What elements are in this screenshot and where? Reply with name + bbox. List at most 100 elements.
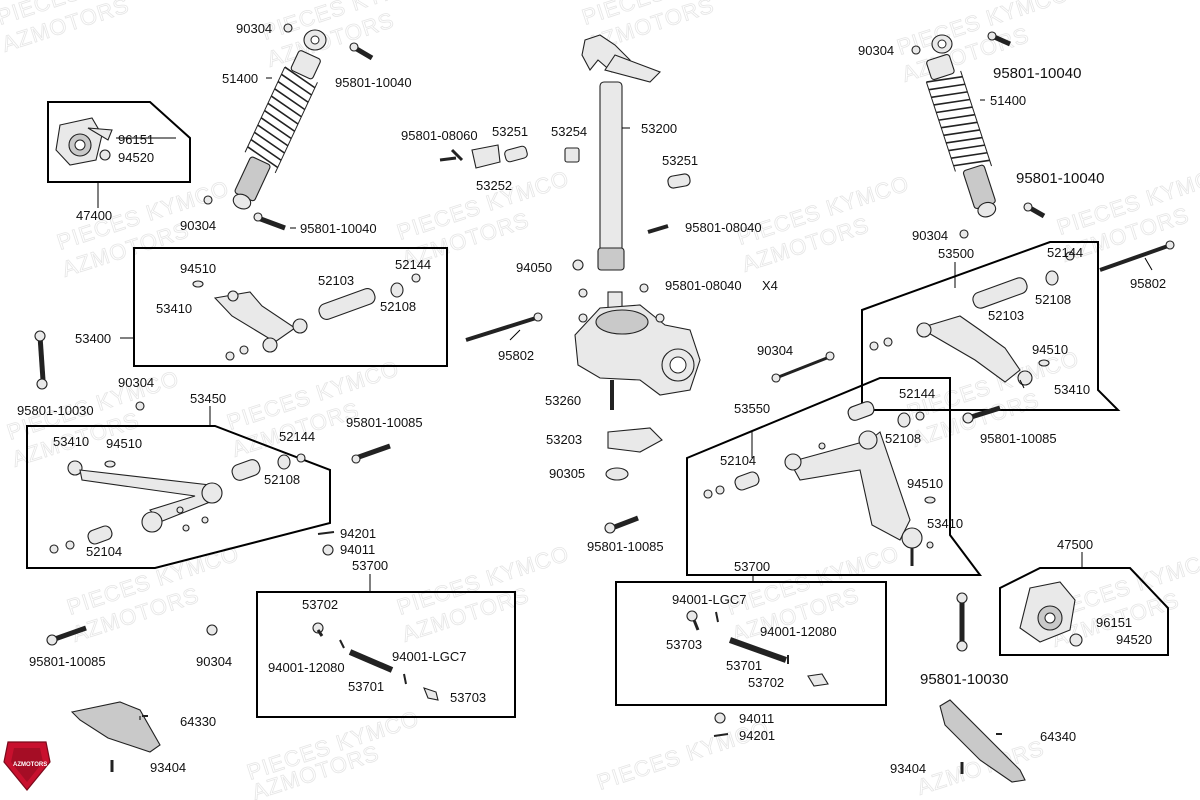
part-label-95801-10030: 95801-10030 [920,671,1008,688]
nut-52144-left [411,273,421,283]
bracket-53252 [471,144,501,169]
part-label-52144: 52144 [899,386,935,401]
bolt-95801-10085-center [604,515,639,534]
nut-52144-right2 [915,411,925,421]
part-label-52144: 52144 [1047,245,1083,260]
frame-53450 [26,425,331,569]
part-label-53700: 53700 [734,559,770,574]
nut-90304-left [135,401,145,411]
part-label-94050: 94050 [516,260,552,275]
part-label-53260: 53260 [545,393,581,408]
washers-53400-small [225,345,249,361]
part-label-90304: 90304 [118,375,154,390]
part-label-53251: 53251 [492,124,528,139]
bolt-95801-10040-right-bottom [1023,202,1046,219]
plate-53203 [607,427,663,453]
part-label-53703: 53703 [450,690,486,705]
part-label-95802: 95802 [498,348,534,363]
part-label-52108: 52108 [264,472,300,487]
bolt-95801-10040-left-top [349,42,374,61]
part-label-96151: 96151 [118,132,154,147]
part-label-94520: 94520 [118,150,154,165]
frame-53700-right [615,581,887,706]
clip-94510-left [192,280,204,288]
part-label-52104: 52104 [86,544,122,559]
guard-64330 [70,701,161,753]
azmotors-logo: AZMOTORS [3,741,51,791]
part-label-95802: 95802 [1130,276,1166,291]
bolt-95801-10040-right-top [987,31,1012,47]
nut-94050 [572,259,584,271]
part-label-53200: 53200 [641,121,677,136]
part-label-95801-10085: 95801-10085 [29,654,106,669]
nut-90304-left-b [206,624,218,636]
frame-53400 [133,247,448,367]
part-label-53252: 53252 [476,178,512,193]
bolt-95801-08060 [439,148,464,162]
part-label-53702: 53702 [748,675,784,690]
tie-rod-right [686,610,829,687]
part-label-94510: 94510 [106,436,142,451]
washers-53550-small [703,442,934,549]
part-label-95801-10085: 95801-10085 [587,539,664,554]
knuckle-47400 [55,117,113,166]
part-label-95801-10030: 95801-10030 [17,403,94,418]
washer-52108-left [390,282,404,298]
part-label-53410: 53410 [53,434,89,449]
bolt-95801-10085-left-b [46,625,87,646]
bushing-53254 [564,147,580,163]
part-label-53702: 53702 [302,597,338,612]
washer-52108-right2 [897,412,911,428]
part-label-90304: 90304 [912,228,948,243]
logo-wordmark: AZMOTORS [13,762,47,768]
bushing-52103-right [972,277,1028,309]
part-label-94001-lgc7: 94001-LGC7 [672,592,746,607]
tie-rod-left [312,622,439,701]
clip-94510-right [1038,359,1050,367]
steering-column [581,34,661,271]
part-number-labels: 90304 51400 95801-10040 96151 94520 4740… [17,21,1166,776]
part-label-64330: 64330 [180,714,216,729]
clip-94510-right2 [924,496,936,504]
washers-53500-small [869,337,893,351]
part-label-94510: 94510 [907,476,943,491]
shock-absorber-right [911,34,997,239]
frame-47400 [47,101,191,183]
part-label-53410: 53410 [156,301,192,316]
lower-arm-53410-right [784,430,923,566]
part-label-53203: 53203 [546,432,582,447]
part-label-52108: 52108 [885,431,921,446]
bolt-95801-10085-right [962,405,1001,424]
part-label-90304: 90304 [757,343,793,358]
steering-gearbox [574,283,701,410]
part-label-94001-12080: 94001-12080 [760,624,837,639]
upper-arm-53410-left [213,290,308,353]
part-label-95801-08060: 95801-08060 [401,128,478,143]
part-label-53450: 53450 [190,391,226,406]
bushing-52103-left [318,287,376,321]
clamp-53251 [504,145,691,189]
part-label-95801-08040: 95801-08040 [665,278,742,293]
part-label-53254: 53254 [551,124,587,139]
rod-95802-right [1099,240,1175,272]
part-label-94201: 94201 [739,728,775,743]
part-label-90304: 90304 [196,654,232,669]
frame-47500 [999,567,1169,656]
bushing-52104-left [87,525,113,545]
bolt-90304-right [771,351,835,383]
part-label-53400: 53400 [75,331,111,346]
guard-64340 [939,699,1026,783]
bolt-95801-10030-left [34,330,48,390]
part-label-94001-lgc7: 94001-LGC7 [392,649,466,664]
knuckle-47500 [1019,581,1083,647]
frame-53700-left [256,591,516,718]
upper-arm-53410-right [916,315,1033,386]
bolt-95801-10085-left-a [351,443,391,464]
part-label-53703: 53703 [666,637,702,652]
part-label-95801-10040: 95801-10040 [335,75,412,90]
part-label-53700: 53700 [352,558,388,573]
part-label-52108: 52108 [380,299,416,314]
part-label-52144: 52144 [279,429,315,444]
